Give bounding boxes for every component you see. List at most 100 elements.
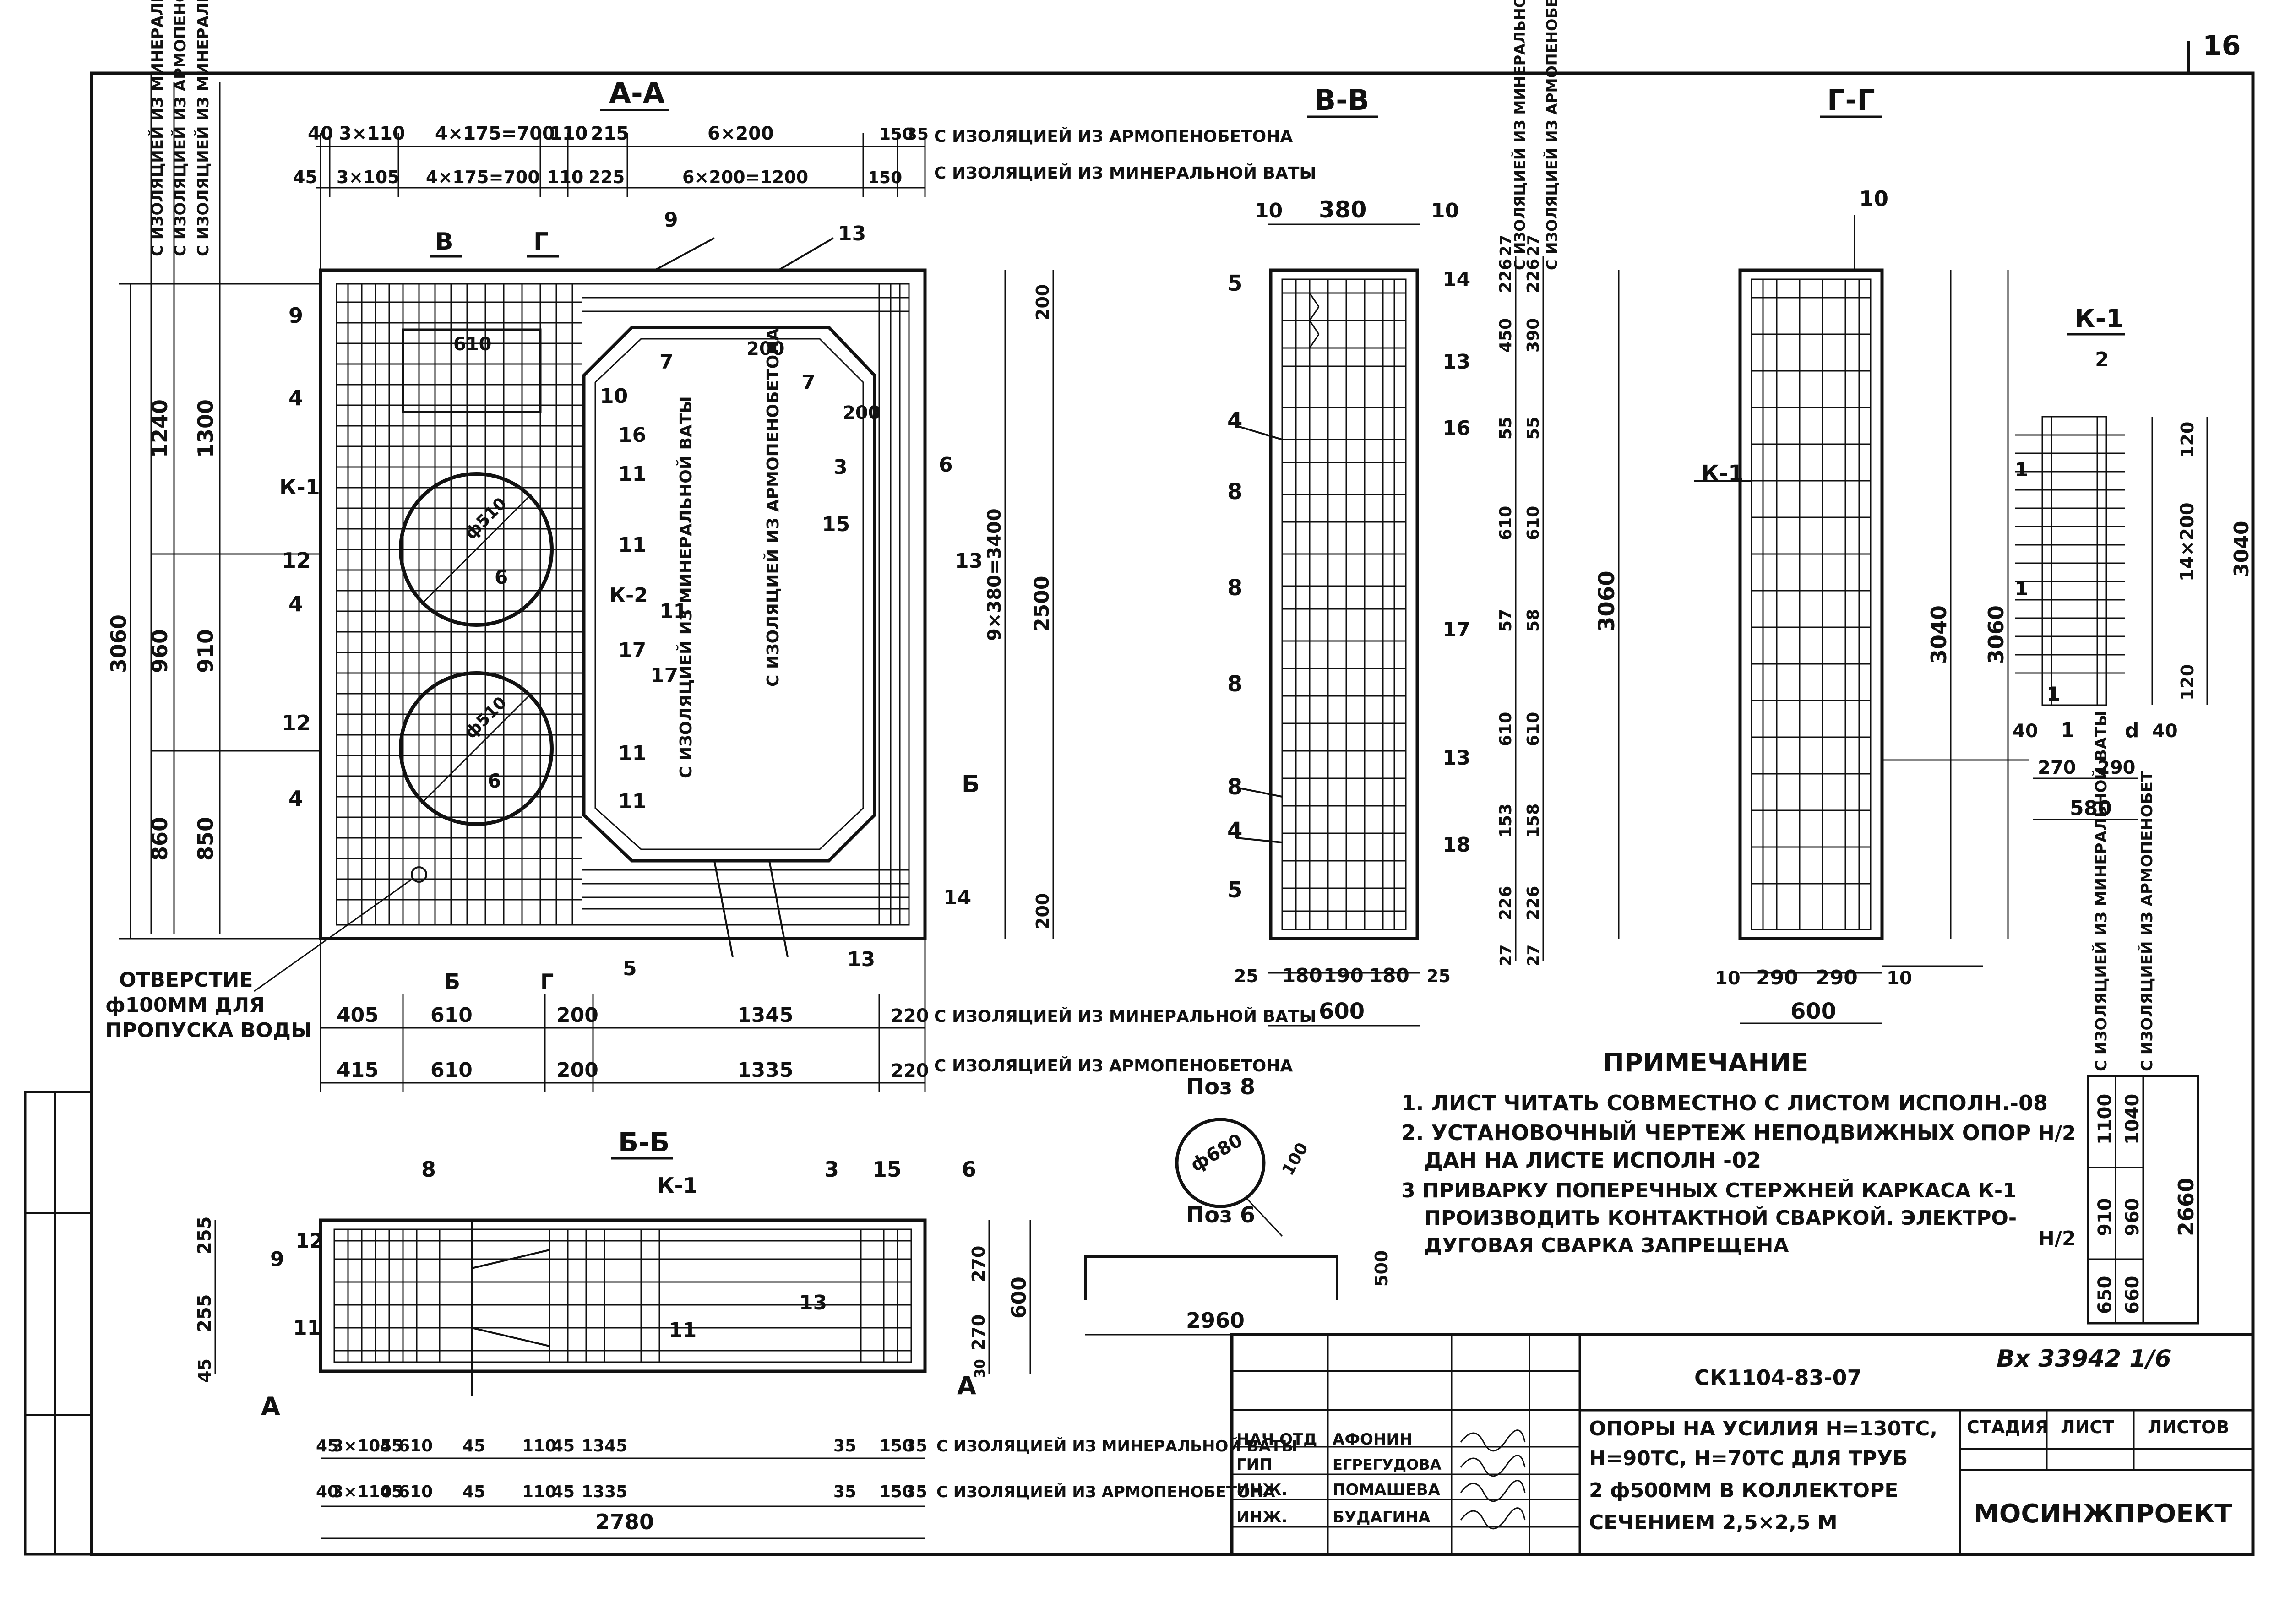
svg-text:1040: 1040 [2122,1094,2143,1145]
svg-text:5: 5 [623,957,637,980]
rebar-line [1309,334,1320,348]
svg-text:580: 580 [2070,797,2112,820]
svg-text:12: 12 [282,548,311,573]
svg-text:16: 16 [1442,417,1470,440]
dimension-label: 58 [1524,609,1543,632]
vv-dims-bottom: 25 180 190 180 25 600 [1234,964,1451,1027]
dimension-label: 610 [398,1483,433,1501]
svg-text:255: 255 [194,1294,215,1333]
svg-text:3060: 3060 [1594,570,1620,632]
rebar-line [471,1327,550,1347]
svg-text:415: 415 [337,1059,379,1082]
svg-text:4: 4 [1227,818,1242,843]
svg-text:200: 200 [843,402,881,424]
rebar-line [713,860,734,957]
svg-text:225: 225 [588,167,625,187]
sheet-frame [24,41,2255,1556]
dimension-label: 110 [522,1483,556,1501]
dimension-label: 610 [398,1437,433,1456]
svg-text:1100: 1100 [2095,1094,2116,1145]
svg-text:Поз 6: Поз 6 [1186,1202,1255,1228]
svg-text:1240: 1240 [147,399,172,458]
dimension-label: 27 [1497,945,1515,966]
svg-text:3040: 3040 [2230,521,2253,577]
bb-dims-right: 270 270 30 600 [968,1220,1031,1378]
pos6: Поз 6 2960 500 [1084,1202,1392,1336]
svg-text:4: 4 [288,786,303,811]
svg-text:14×200: 14×200 [2177,502,2198,581]
svg-text:40: 40 [2013,721,2038,742]
svg-text:100: 100 [1279,1140,1312,1179]
svg-text:С ИЗОЛЯЦИЕЙ ИЗ АРМОПЕНОБЕТОНА: С ИЗОЛЯЦИЕЙ ИЗ АРМОПЕНОБЕТОНА [763,328,783,687]
gg-dims-bottom: 10 290 290 10 600 [1715,966,1912,1024]
svg-text:2780: 2780 [595,1510,654,1534]
svg-text:290: 290 [1816,966,1858,989]
svg-text:4: 4 [1227,408,1242,434]
svg-text:960: 960 [2122,1198,2143,1237]
dimension-label: 1345 [582,1437,627,1456]
svg-text:150: 150 [879,125,914,144]
dimension-label: 45 [462,1437,485,1456]
svg-text:4: 4 [288,386,303,410]
svg-text:200: 200 [746,338,785,359]
svg-text:7: 7 [659,350,674,374]
svg-text:ЛИСТ: ЛИСТ [2061,1417,2114,1437]
aa-dim-ticks-top [320,133,926,270]
svg-text:8: 8 [421,1157,436,1182]
svg-text:13: 13 [838,222,866,245]
view-aa-title: А-А [609,76,665,110]
svg-text:С ИЗОЛЯЦИЕЙ ИЗ МИНЕРАЛЬНОЙ ВАТ: С ИЗОЛЯЦИЕЙ ИЗ МИНЕРАЛЬНОЙ ВАТЫ [194,0,212,256]
svg-text:10: 10 [1859,186,1888,211]
vv-reinforcement [1236,279,1406,929]
svg-text:С ИЗОЛЯЦИЕЙ ИЗ АРМОПЕНОБЕТОНА: С ИЗОЛЯЦИЕЙ ИЗ АРМОПЕНОБЕТОНА [936,1483,1275,1501]
svg-text:17: 17 [1442,618,1470,641]
dimension-label: 27 [1524,945,1543,966]
svg-text:3040: 3040 [1926,605,1951,664]
dimension-label: 35 [904,1437,927,1456]
dimension-label: 27 [1497,235,1515,256]
dimension-label: 45 [462,1483,485,1501]
dimension-label: 45 [380,1483,403,1501]
svg-text:СЕЧЕНИЕМ 2,5×2,5 М: СЕЧЕНИЕМ 2,5×2,5 М [1589,1511,1838,1534]
svg-text:А: А [261,1392,280,1421]
svg-text:К-1: К-1 [657,1173,698,1198]
svg-text:1: 1 [2015,577,2028,600]
dimension-label: 57 [1496,609,1515,632]
aa-hole-note: ОТВЕРСТИЕ ф100ММ ДЛЯ ПРОПУСКА ВОДЫ [105,866,427,1042]
view-vv-title: В-В [1314,83,1369,117]
aa-dims-left: 3060 1240 960 860 1300 910 850 [106,284,218,939]
svg-text:30: 30 [972,1359,988,1378]
svg-text:СТАДИЯ: СТАДИЯ [1967,1417,2048,1437]
dimension-label: 40 [316,1483,339,1501]
dimension-label: 45 [552,1437,575,1456]
svg-text:13: 13 [1442,350,1470,374]
svg-text:10: 10 [1431,199,1459,223]
svg-text:290: 290 [1756,966,1798,989]
dimension-label: 45 [316,1437,339,1456]
svg-text:15: 15 [872,1157,902,1182]
dimension-label: 610 [1496,506,1515,540]
svg-text:1: 1 [2061,719,2075,742]
svg-text:10: 10 [1887,968,1912,989]
svg-text:180: 180 [1282,964,1322,987]
bb-dims-bottom [321,1457,925,1539]
svg-text:600: 600 [1790,999,1836,1024]
svg-text:К-1: К-1 [279,475,320,500]
view-gg-title: Г-Г [1827,83,1875,117]
svg-text:110: 110 [547,167,583,187]
svg-text:ф680: ф680 [1187,1130,1246,1176]
svg-text:40: 40 [2152,721,2178,742]
h2-table: С ИЗОЛЯЦИЕЙ ИЗ МИНЕРАЛЬНОЙ ВАТЫ С ИЗОЛЯЦ… [2038,711,2199,1325]
svg-text:9: 9 [288,303,303,328]
svg-text:ОПОРЫ НА УСИЛИЯ Н=130ТС,: ОПОРЫ НА УСИЛИЯ Н=130ТС, [1589,1417,1937,1440]
rebar-line [1309,293,1320,307]
svg-text:180: 180 [1369,964,1409,987]
archive-number: Вх 33942 1/6 [1997,1345,2171,1373]
svg-text:2. УСТАНОВОЧНЫЙ ЧЕРТЕЖ НЕПОДВИ: 2. УСТАНОВОЧНЫЙ ЧЕРТЕЖ НЕПОДВИЖНЫХ ОПОР [1401,1120,2031,1145]
svg-text:200: 200 [1033,284,1053,320]
aa-inner-marks: 10 16 11 11 К-2 11 17 17 11 11 9 13 7 7 … [600,208,983,980]
svg-text:45: 45 [195,1358,215,1383]
dimension-label: 226 [1496,259,1515,293]
svg-text:12: 12 [282,711,311,735]
rebar-line [1236,837,1283,843]
